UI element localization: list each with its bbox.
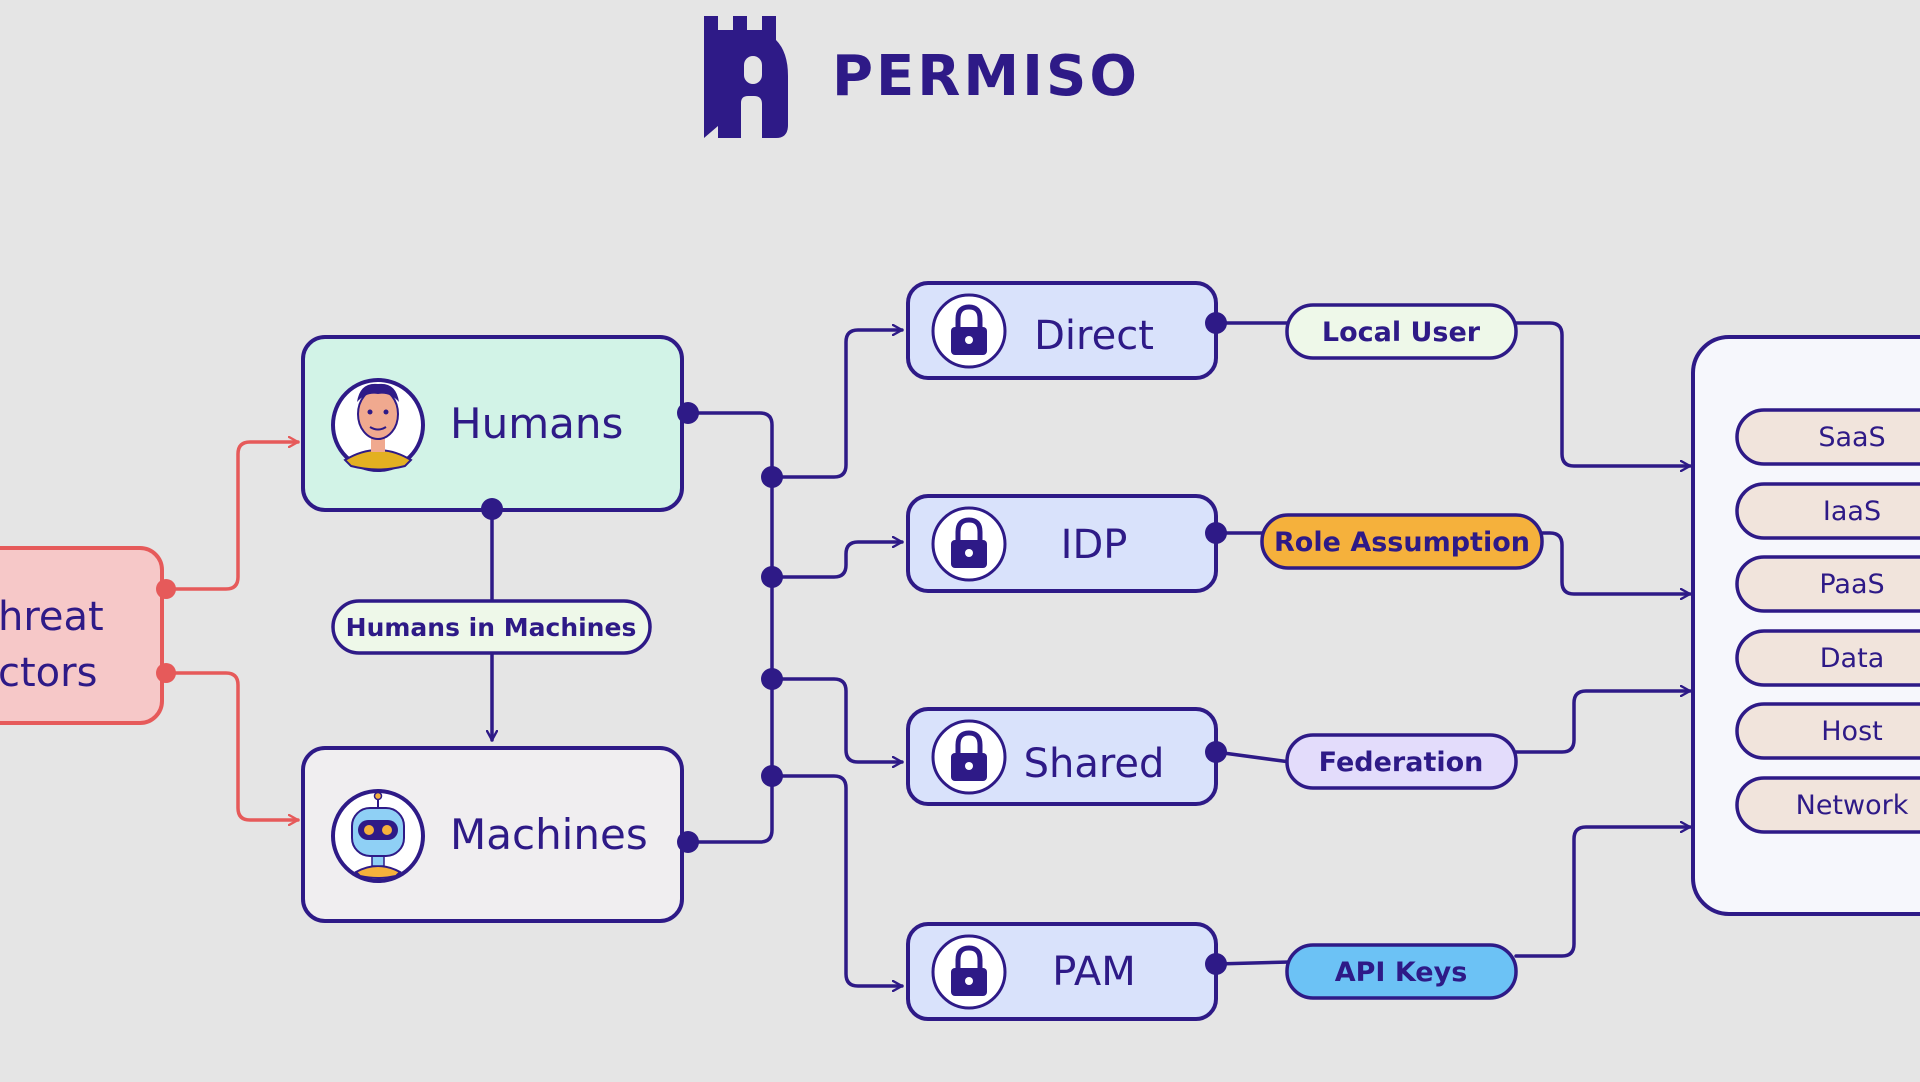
- method-pam-node: PAM: [906, 922, 1227, 1021]
- padlock-icon: [931, 293, 1007, 369]
- method-label: IDP: [1061, 522, 1128, 568]
- threat-port-bottom: [156, 663, 176, 683]
- humans-port-right: [677, 402, 699, 424]
- identity-bus: [686, 411, 774, 844]
- resource-label: Network: [1796, 790, 1909, 821]
- method-idp-node: IDP: [906, 494, 1227, 593]
- method-port: [1205, 312, 1227, 334]
- credential-role-assumption-pill: Role Assumption: [1260, 513, 1544, 570]
- threat-label-line1: hreat: [0, 594, 104, 640]
- resource-pill-network: Network: [1735, 776, 1920, 834]
- person-avatar-icon: [331, 378, 425, 472]
- role-assumption-arrow: [1540, 531, 1692, 594]
- bus-to-pam-arrow: [770, 774, 904, 986]
- credential-federation-pill: Federation: [1285, 733, 1518, 790]
- resource-label: PaaS: [1819, 569, 1884, 600]
- bus-to-idp-arrow: [770, 542, 904, 579]
- resource-label: Host: [1821, 716, 1882, 747]
- method-direct-node: Direct: [906, 281, 1227, 380]
- threat-connectors: [166, 442, 300, 820]
- local-user-arrow: [1514, 321, 1692, 466]
- resources-panel: SaaS IaaS PaaS Data Host Network: [1691, 335, 1920, 916]
- resource-label: IaaS: [1823, 496, 1881, 527]
- credential-label: API Keys: [1335, 957, 1468, 988]
- humans-in-machines-pill: Humans in Machines: [331, 599, 652, 655]
- threat-actors-node: hreat ctors: [0, 546, 176, 725]
- padlock-icon: [931, 934, 1007, 1010]
- humans-node: Humans: [301, 335, 699, 520]
- federation-arrow: [1514, 691, 1692, 754]
- resource-pill-paas: PaaS: [1735, 555, 1920, 613]
- logo-keyhole: [744, 56, 762, 84]
- threat-to-machines-arrow: [166, 671, 300, 820]
- method-label: Direct: [1034, 313, 1154, 359]
- bus-junctions: [761, 466, 783, 787]
- resource-pill-iaas: IaaS: [1735, 482, 1920, 540]
- padlock-icon: [931, 719, 1007, 795]
- credential-api-keys-pill: API Keys: [1285, 943, 1518, 1000]
- machines-label: Machines: [450, 810, 648, 859]
- method-port: [1205, 741, 1227, 763]
- padlock-icon: [931, 506, 1007, 582]
- threat-to-humans-arrow: [166, 442, 300, 591]
- credential-label: Federation: [1319, 747, 1484, 778]
- permiso-logo: PERMISO: [704, 16, 1140, 138]
- method-label: PAM: [1052, 949, 1135, 995]
- humans-label: Humans: [450, 399, 623, 448]
- machines-node: Machines: [301, 746, 699, 923]
- bus-to-direct-arrow: [770, 330, 904, 479]
- api-keys-arrow: [1514, 827, 1692, 958]
- bus-to-shared-arrow: [770, 677, 904, 762]
- humans-port-bottom: [481, 498, 503, 520]
- method-port: [1205, 522, 1227, 544]
- humans-in-machines-label: Humans in Machines: [346, 613, 637, 642]
- method-to-resource-connectors: [1214, 321, 1692, 966]
- method-port: [1205, 953, 1227, 975]
- method-shared-node: Shared: [906, 707, 1227, 806]
- resource-pill-host: Host: [1735, 702, 1920, 760]
- resource-label: Data: [1820, 643, 1884, 674]
- resource-pill-saas: SaaS: [1735, 408, 1920, 466]
- method-label: Shared: [1024, 741, 1165, 787]
- credential-local-user-pill: Local User: [1285, 303, 1518, 360]
- threat-label-line2: ctors: [0, 650, 97, 696]
- brand-name: PERMISO: [832, 44, 1140, 109]
- robot-avatar-icon: [331, 789, 425, 883]
- credential-label: Role Assumption: [1274, 527, 1530, 558]
- resource-label: SaaS: [1818, 422, 1885, 453]
- threat-port-top: [156, 579, 176, 599]
- machines-port-right: [677, 831, 699, 853]
- resource-pill-data: Data: [1735, 629, 1920, 687]
- credential-label: Local User: [1322, 317, 1481, 348]
